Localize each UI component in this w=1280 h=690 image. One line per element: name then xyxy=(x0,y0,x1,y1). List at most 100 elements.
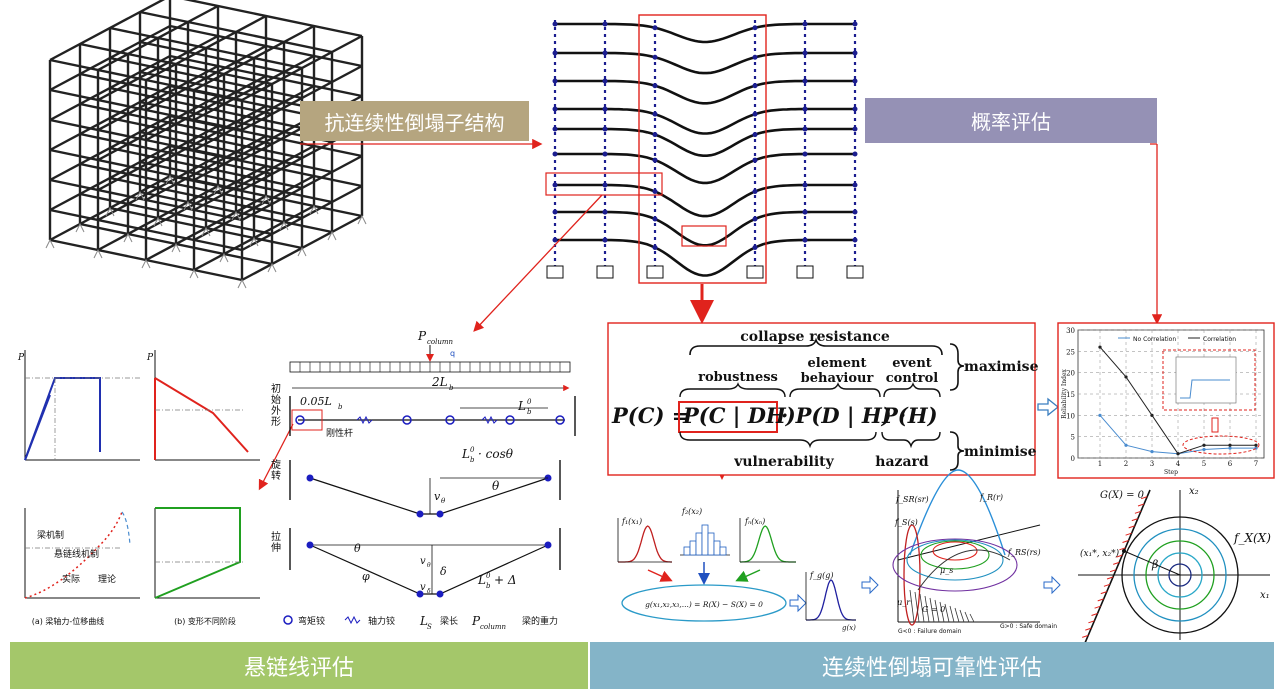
histogram-bar xyxy=(695,532,703,556)
formula-to-chart-arrow xyxy=(1037,397,1060,417)
frame-node xyxy=(552,182,558,188)
deformed-frame-elevation xyxy=(546,20,864,279)
frame-node xyxy=(602,182,608,188)
vulnerability-label: vulnerability xyxy=(733,454,834,470)
support-icon xyxy=(219,252,229,263)
frame-node xyxy=(802,21,808,27)
point-no-correlation xyxy=(1150,450,1154,454)
limit-state-hatch xyxy=(1091,613,1098,616)
frame-node xyxy=(602,78,608,84)
moment-hinge xyxy=(402,415,412,425)
theta-label: θ xyxy=(492,479,500,493)
reliability-label-box: 连续性倒塌可靠性评估 xyxy=(590,642,1274,689)
fs-curve xyxy=(903,524,921,626)
side-label-char: 初 xyxy=(271,382,281,395)
moment-hinge xyxy=(295,415,305,425)
moment-hinge xyxy=(306,541,314,549)
point-correlation xyxy=(1124,375,1128,379)
curve-green xyxy=(154,507,241,599)
frame-node xyxy=(752,25,758,31)
frame-node xyxy=(802,237,808,243)
y-tick-label: 0 xyxy=(1071,455,1075,463)
point-no-correlation xyxy=(1124,443,1128,447)
failure-hatch xyxy=(924,595,930,623)
frame-node xyxy=(652,216,658,222)
frame-node xyxy=(802,78,808,84)
deformed-beam xyxy=(555,51,855,75)
histogram-bar xyxy=(683,546,691,556)
moment-hinge xyxy=(555,415,565,425)
frame-node xyxy=(802,209,808,215)
frame-node xyxy=(652,83,658,89)
v-delta-sub: δ xyxy=(427,588,431,595)
support-icon xyxy=(249,236,259,247)
frame-node xyxy=(802,126,808,132)
equation-ellipse xyxy=(621,584,787,622)
frame-node xyxy=(752,111,758,117)
design-point-label: (x₁*, x₂*) xyxy=(1080,548,1120,559)
fn-label: fₙ(xₙ) xyxy=(744,517,765,526)
fsr-label: f_SR(sr) xyxy=(895,495,929,504)
rotation-expr: · cosθ xyxy=(478,447,514,461)
side-label-char: 旋 xyxy=(271,458,281,471)
limit-state-hatch xyxy=(1085,627,1092,631)
y-axis-label: Reliability Index xyxy=(1061,368,1068,418)
curve-red xyxy=(154,377,249,453)
failure-hatch xyxy=(934,599,940,623)
reliability-label: 连续性倒塌可靠性评估 xyxy=(821,655,1042,681)
lb0-sup: 0 xyxy=(527,398,532,406)
column-base xyxy=(796,265,814,279)
support-icon xyxy=(213,184,223,195)
x1-label: x₁ xyxy=(1260,590,1270,601)
x-tick-label: 1 xyxy=(1098,460,1102,468)
support-icon xyxy=(297,246,307,257)
x-axis-label: Step xyxy=(1164,469,1178,476)
lb-label: L xyxy=(477,573,486,587)
v-theta-label: v xyxy=(434,490,441,503)
frame-node xyxy=(802,182,808,188)
frame-node xyxy=(652,111,658,117)
limit-state-hatch xyxy=(1134,510,1142,514)
mur-label: μ_r xyxy=(897,598,911,607)
joint-contour xyxy=(892,538,1018,592)
frame-node xyxy=(802,50,808,56)
frame-node xyxy=(752,83,758,89)
frame-node xyxy=(652,25,658,31)
moment-hinge xyxy=(436,510,444,518)
offset-label: 0.05L xyxy=(300,395,332,408)
design-point xyxy=(1122,549,1126,553)
formula-lhs: P(C) = xyxy=(611,403,689,428)
y-tick-label: 10 xyxy=(1066,412,1075,420)
failure-hatch xyxy=(954,607,960,623)
rigid-bar-box xyxy=(291,409,323,431)
flow-arrow xyxy=(735,569,761,582)
failure-hatch xyxy=(939,601,945,623)
stretched-beam xyxy=(309,544,549,595)
joint-contour xyxy=(906,539,1004,581)
frame-node xyxy=(552,237,558,243)
failure-hatch xyxy=(944,603,950,623)
x-tick-label: 6 xyxy=(1228,460,1233,468)
element-label: element xyxy=(808,356,867,371)
support-icon xyxy=(261,194,271,205)
support-icon xyxy=(165,174,175,185)
frame-node xyxy=(752,54,758,60)
frame-node xyxy=(602,237,608,243)
gx-label: g(x) xyxy=(842,624,856,632)
distribution-curve xyxy=(806,579,856,621)
legend-weight: 梁的重力 xyxy=(522,615,558,627)
side-label-char: 形 xyxy=(271,416,281,428)
support-icon xyxy=(135,190,145,201)
formula-term1-box xyxy=(678,401,778,433)
support-icon xyxy=(231,210,241,221)
limit-state-hatch xyxy=(1116,554,1123,558)
limit-state-hatch xyxy=(1119,547,1126,551)
v-theta-sub: θ xyxy=(441,497,446,505)
caption-a: (a) 梁轴力-位移曲线 xyxy=(32,616,105,626)
limit-state-eq: g(x₁,x₂,x₃,...) = R(X) − S(X) = 0 xyxy=(645,600,763,609)
lb-sup: 0 xyxy=(486,572,491,580)
q-label: q xyxy=(450,349,455,358)
support-icon xyxy=(93,248,103,259)
